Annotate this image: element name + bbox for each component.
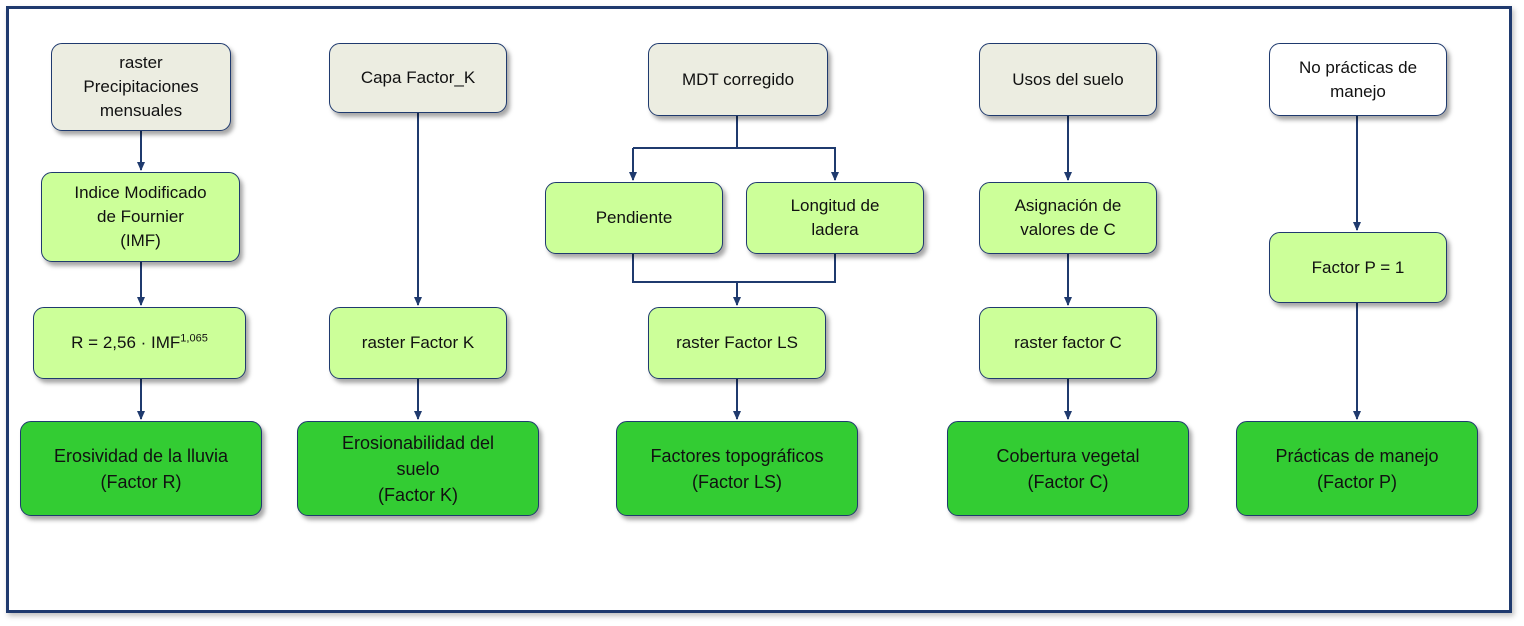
slope-label: Pendiente — [595, 208, 673, 227]
land-use-label: Usos del suelo — [1012, 69, 1124, 89]
r-formula-main: R = 2,56 · IMF — [71, 333, 181, 352]
factor-c-raster-box: raster factor C — [979, 307, 1157, 379]
factor-c-output-box: Cobertura vegetal (Factor C) — [947, 421, 1189, 516]
connector-ls-split-right — [737, 147, 839, 181]
dem-box: MDT corregido — [648, 43, 828, 116]
factor-ls-raster-box: raster Factor LS — [648, 307, 826, 379]
factor-ls-raster-label: raster Factor LS — [676, 333, 798, 352]
factor-k-output-box: Erosionabilidad del suelo (Factor K) — [297, 421, 539, 516]
c-assignment-label: Asignación de valores de C — [1014, 196, 1122, 239]
factor-r-output-box: Erosividad de la lluvia (Factor R) — [20, 421, 262, 516]
factor-p-output-label: Prácticas de manejo (Factor P) — [1275, 445, 1439, 492]
factor-ls-output-box: Factores topográficos (Factor LS) — [616, 421, 858, 516]
factor-p-output-box: Prácticas de manejo (Factor P) — [1236, 421, 1478, 516]
factor-k-layer-box: Capa Factor_K — [329, 43, 507, 113]
slope-length-label: Longitud de ladera — [790, 196, 880, 239]
rainfall-raster-label: raster Precipitaciones mensuales — [83, 53, 199, 120]
r-formula-box: R = 2,56 · IMF1,065 — [33, 307, 246, 379]
slope-box: Pendiente — [545, 182, 723, 254]
factor-c-raster-label: raster factor C — [1014, 333, 1122, 352]
factor-k-output-label: Erosionabilidad del suelo (Factor K) — [341, 432, 495, 505]
rainfall-raster-box: raster Precipitaciones mensuales — [51, 43, 231, 131]
fournier-index-label: Indice Modificado de Fournier (IMF) — [74, 183, 207, 250]
fournier-index-box: Indice Modificado de Fournier (IMF) — [41, 172, 240, 262]
r-formula-label: R = 2,56 · IMF1,065 — [71, 331, 208, 355]
connector-ls-split — [633, 116, 738, 149]
factor-k-layer-label: Capa Factor_K — [360, 68, 476, 87]
land-use-box: Usos del suelo — [979, 43, 1157, 116]
factor-ls-output-label: Factores topográficos (Factor LS) — [650, 445, 824, 492]
factor-r-output-label: Erosividad de la lluvia (Factor R) — [53, 445, 229, 492]
slope-length-box: Longitud de ladera — [746, 182, 924, 254]
connector-ls-merge — [632, 254, 836, 283]
factor-c-output-label: Cobertura vegetal (Factor C) — [996, 445, 1140, 492]
c-assignment-box: Asignación de valores de C — [979, 182, 1157, 254]
r-formula-exponent: 1,065 — [180, 332, 208, 345]
factor-p-value-box: Factor P = 1 — [1269, 232, 1447, 303]
factor-k-raster-label: raster Factor K — [361, 333, 475, 352]
no-practices-label: No prácticas de manejo — [1298, 57, 1418, 101]
dem-label: MDT corregido — [681, 69, 795, 89]
no-practices-box: No prácticas de manejo — [1269, 43, 1447, 116]
factor-p-value-label: Factor P = 1 — [1311, 257, 1405, 277]
factor-k-raster-box: raster Factor K — [329, 307, 507, 379]
